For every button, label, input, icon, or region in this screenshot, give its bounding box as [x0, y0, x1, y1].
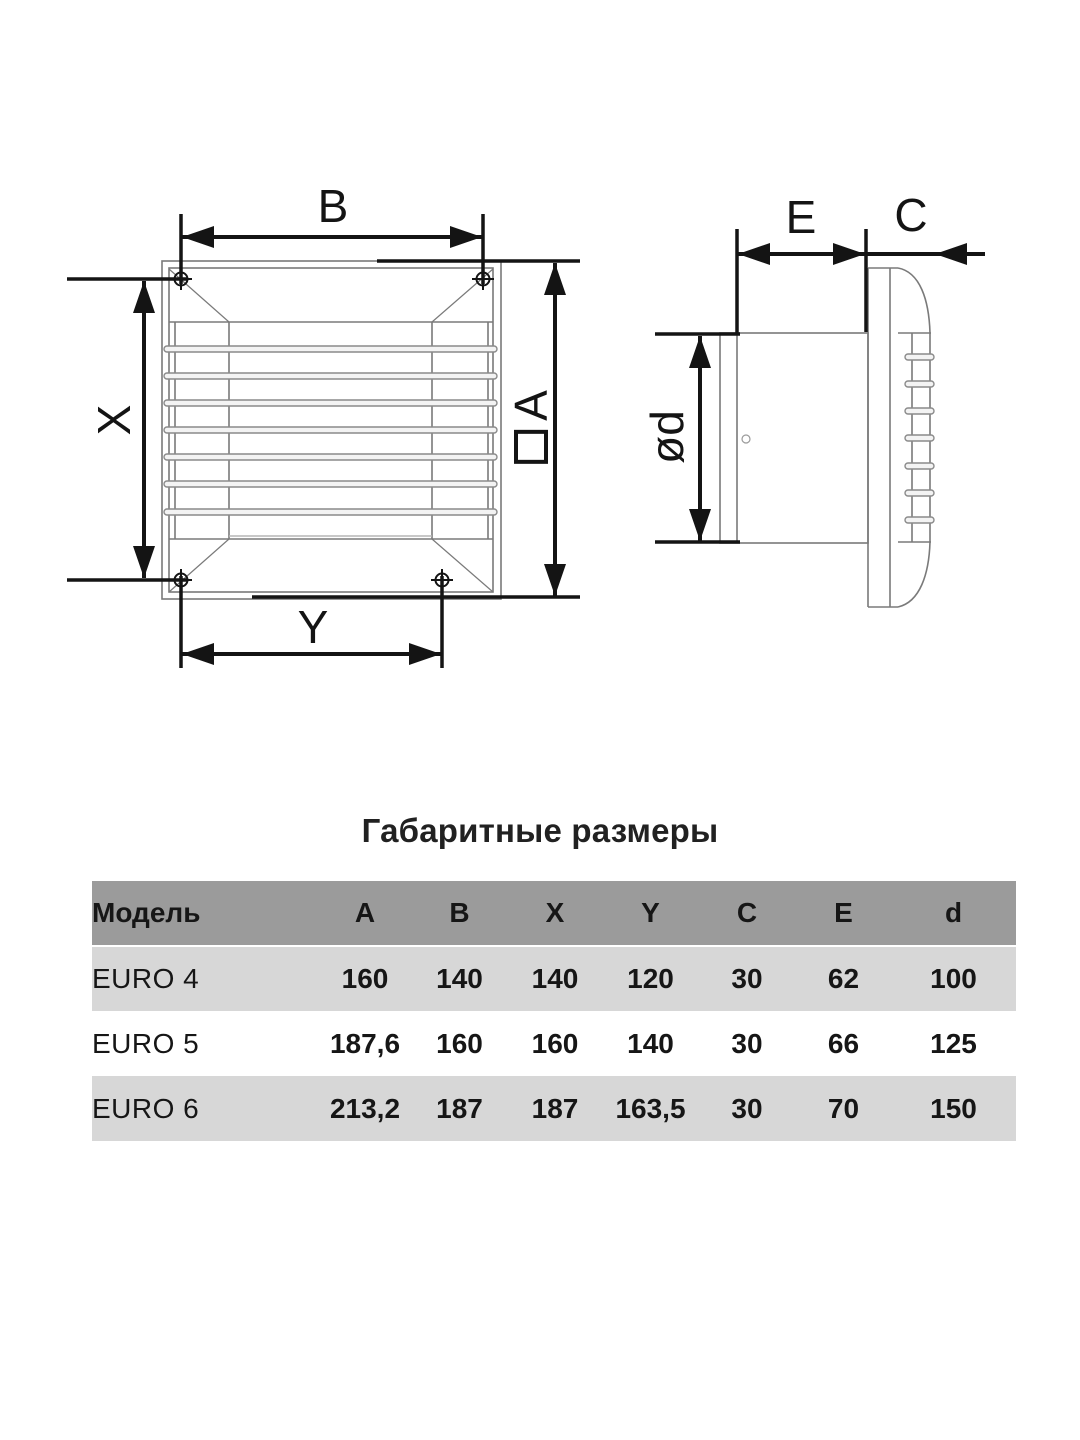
dim-od — [655, 332, 740, 544]
side-view-louvers — [904, 353, 935, 524]
value-X: 140 — [531, 963, 579, 994]
dimension-drawings: B X Y A E C ød — [67, 180, 985, 668]
dim-B — [179, 214, 485, 284]
value-B: 140 — [436, 963, 483, 994]
value-C: 30 — [731, 1092, 763, 1124]
col-header-d: d — [891, 881, 1016, 947]
value-A: 213,2 — [329, 1092, 401, 1124]
value-B: 187 — [436, 1092, 483, 1124]
model-name: EURO 5 — [92, 1027, 200, 1059]
dimension-lines — [67, 214, 985, 668]
table-row-euro5: EURO 5 187,6 160 160 140 30 66 125 — [92, 1011, 1016, 1076]
side-view-drawing — [719, 267, 931, 608]
value-C: 30 — [731, 1027, 763, 1059]
dimensions-table: Модель A B X Y C E d EURO 4 160 140 140 … — [92, 881, 1016, 1141]
value-E: 70 — [827, 1092, 860, 1124]
fan-dimension-svg — [67, 214, 985, 668]
value-Y: 140 — [627, 1027, 674, 1059]
dim-X — [67, 277, 187, 582]
col-header-E: E — [796, 881, 891, 947]
value-d: 150 — [930, 1092, 977, 1124]
col-header-model: Модель — [92, 881, 318, 947]
col-header-A: A — [318, 881, 412, 947]
col-header-X: X — [507, 881, 603, 947]
front-view-louvers — [163, 345, 498, 516]
dim-A — [252, 259, 580, 599]
value-d: 125 — [930, 1027, 977, 1059]
value-C: 30 — [731, 963, 763, 994]
model-name: EURO 4 — [92, 963, 200, 994]
dim-label-od: ød — [641, 410, 693, 464]
value-d: 100 — [930, 963, 977, 994]
value-E: 62 — [827, 963, 860, 994]
value-A: 187,6 — [329, 1027, 401, 1059]
col-header-B: B — [412, 881, 507, 947]
value-B: 160 — [436, 1027, 483, 1059]
model-name: EURO 6 — [92, 1092, 200, 1124]
dim-E — [735, 229, 868, 334]
table-header-row: Модель A B X Y C E d — [92, 881, 1016, 947]
value-A: 160 — [341, 963, 389, 994]
value-X: 160 — [531, 1027, 579, 1059]
col-header-C: C — [698, 881, 796, 947]
table-row-euro6: EURO 6 213,2 187 187 163,5 30 70 150 — [92, 1076, 1016, 1141]
value-Y: 163,5 — [615, 1092, 686, 1124]
dim-label-Y: Y — [297, 601, 329, 653]
col-header-Y: Y — [603, 881, 698, 947]
dim-label-E: E — [785, 191, 817, 243]
value-Y: 120 — [627, 963, 674, 994]
dim-label-square-A: A — [505, 390, 557, 464]
table-row-euro4: EURO 4 160 140 140 120 30 62 100 — [92, 946, 1016, 1011]
table-title: Габаритные размеры — [361, 812, 719, 849]
value-E: 66 — [827, 1027, 860, 1059]
dimension-arrowheads — [133, 226, 967, 665]
dim-label-A-text: A — [505, 390, 557, 421]
dim-label-C: C — [894, 189, 928, 241]
dim-label-B: B — [317, 180, 349, 232]
value-X: 187 — [531, 1092, 579, 1124]
dim-label-X: X — [88, 404, 140, 436]
square-symbol — [514, 429, 548, 464]
dim-Y — [179, 576, 444, 668]
